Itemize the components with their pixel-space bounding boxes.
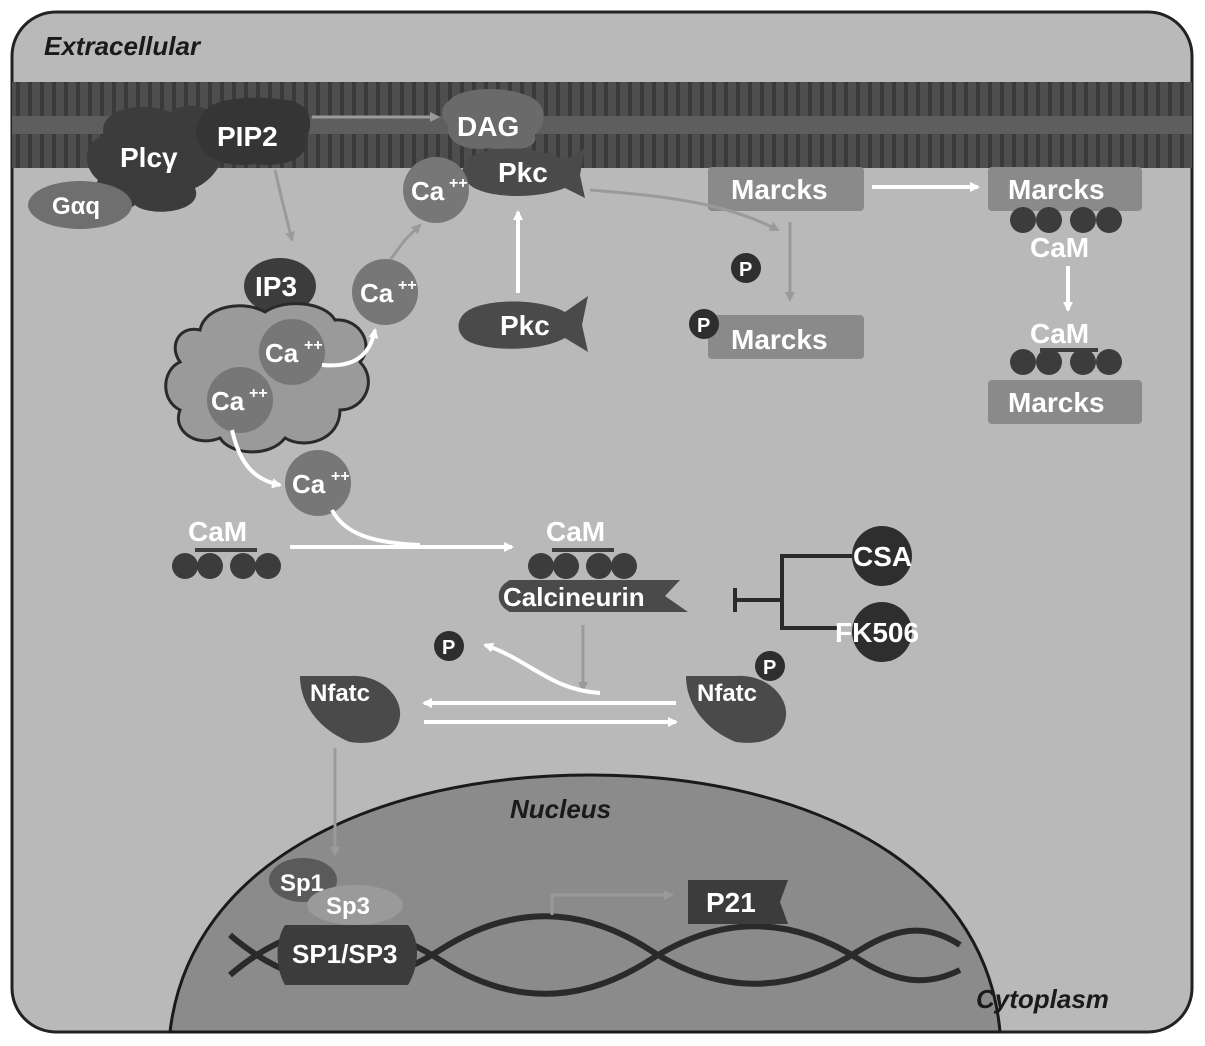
nfatc-dephosphorylated: Nfatc — [300, 675, 401, 743]
cam-calcineurin-label: CaM — [546, 516, 605, 547]
inhibition-bracket — [733, 554, 852, 630]
extracellular-label: Extracellular — [44, 31, 202, 61]
p-marcks-1-label: P — [739, 259, 752, 281]
ca-er-1: Ca ++ — [259, 319, 325, 385]
p21: P21 — [688, 880, 788, 924]
cytoplasm-label: Cytoplasm — [976, 984, 1109, 1014]
marcks-cam-bottom-label: Marcks — [1008, 387, 1105, 418]
sp3: Sp3 — [307, 885, 403, 925]
arrow-er-ca-release-2 — [230, 429, 282, 489]
pip2: PIP2 — [195, 97, 311, 166]
pip2-label: PIP2 — [217, 121, 278, 152]
ca-membrane: Ca ++ — [403, 157, 469, 223]
p-marcks-2-label: P — [697, 315, 710, 337]
marcks-membrane-label: Marcks — [731, 174, 828, 205]
ca-er-1-label: Ca — [265, 338, 299, 368]
ca-cyto: Ca ++ — [352, 259, 418, 325]
ip3: IP3 — [244, 258, 316, 314]
dag-label: DAG — [457, 111, 519, 142]
ca-cyto-label: Ca — [360, 278, 394, 308]
marcks-phosphorylated: Marcks — [708, 315, 864, 359]
arrow-er-ca-release-1 — [321, 328, 379, 368]
sp3-label: Sp3 — [326, 893, 370, 920]
cam-marcks-top-label: CaM — [1030, 232, 1089, 263]
arrow-p-release — [483, 642, 601, 695]
pkc-cytoplasm: Pkc — [458, 296, 588, 352]
arrow-ca-to-membrane — [388, 223, 422, 261]
pkc-cyto-label: Pkc — [500, 310, 550, 341]
marcks-membrane: Marcks — [708, 167, 864, 211]
sp1sp3-label: SP1/SP3 — [292, 939, 398, 969]
nfatc-phosphorylated: Nfatc — [686, 675, 787, 743]
ca-membrane-sup: ++ — [449, 175, 468, 192]
nfatc-left-label: Nfatc — [310, 680, 370, 707]
phospho-p-2: P — [689, 309, 719, 339]
marcks-cam-top-label: Marcks — [1008, 174, 1105, 205]
pkc-membrane: Pkc — [462, 148, 585, 198]
ip3-label: IP3 — [255, 271, 297, 302]
ca-cyto-sup: ++ — [398, 277, 417, 294]
nucleus-label: Nucleus — [510, 794, 611, 824]
ca-free-sup: ++ — [331, 468, 350, 485]
p-nfatc-label: P — [763, 657, 776, 679]
calcineurin: Calcineurin — [498, 580, 688, 612]
ca-er-2: Ca ++ — [207, 367, 273, 433]
phospho-p-nfatc: P — [755, 651, 785, 681]
sp1: Sp1 — [269, 858, 337, 902]
ca-er-2-label: Ca — [211, 386, 245, 416]
marcks-cam-complex-top: Marcks CaM — [988, 167, 1142, 263]
ca-membrane-label: Ca — [411, 176, 445, 206]
arrow-pkc-to-marcks — [589, 188, 780, 232]
dag: DAG — [442, 88, 544, 150]
calcineurin-label: Calcineurin — [503, 582, 645, 612]
plcy-label: Plcγ — [120, 142, 178, 173]
arrow-transcription — [550, 890, 674, 915]
marcks-phos-label: Marcks — [731, 324, 828, 355]
cam-left-label: CaM — [188, 516, 247, 547]
sp1-label: Sp1 — [280, 870, 324, 897]
arrow-ca-to-cam — [330, 509, 421, 547]
cam-free: CaM — [172, 516, 281, 579]
nfatc-right-label: Nfatc — [697, 680, 757, 707]
phospho-p-1: P — [731, 253, 761, 283]
ca-er-1-sup: ++ — [304, 337, 323, 354]
ca-er-2-sup: ++ — [249, 385, 268, 402]
cam-calcineurin: CaM — [528, 516, 637, 579]
phospho-p-released: P — [434, 631, 464, 661]
cam-marcks-bottom-label: CaM — [1030, 318, 1089, 349]
p21-label: P21 — [706, 887, 756, 918]
fk506: FK506 — [835, 602, 919, 662]
gaq-label: Gαq — [52, 193, 100, 220]
cam-marcks-complex-bottom: CaM Marcks — [988, 318, 1142, 424]
plc-gamma: Plcγ — [86, 105, 224, 212]
pkc-membrane-label: Pkc — [498, 157, 548, 188]
ca-free: Ca ++ — [285, 450, 351, 516]
arrow-pip2-to-ip3 — [273, 169, 295, 242]
sp1-sp3-complex: SP1/SP3 — [277, 925, 417, 985]
csa: CSA — [852, 526, 912, 586]
csa-label: CSA — [853, 541, 912, 572]
p-released-label: P — [442, 637, 455, 659]
g-alpha-q: Gαq — [28, 181, 132, 229]
fk506-label: FK506 — [835, 617, 919, 648]
ca-free-label: Ca — [292, 469, 326, 499]
